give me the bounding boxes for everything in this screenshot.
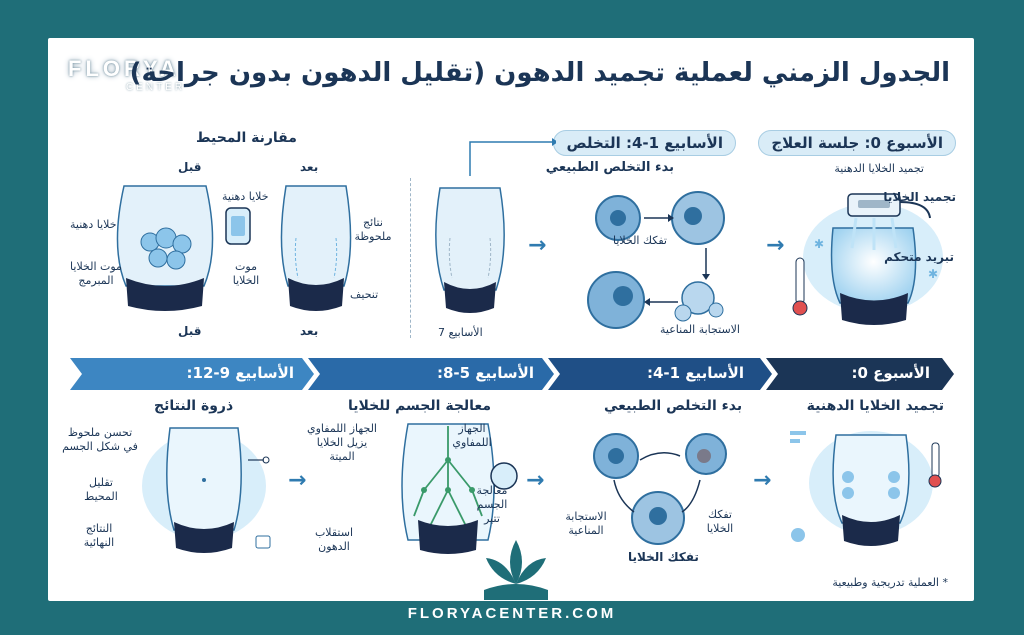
week14-sub: بدء التخلص الطبيعي bbox=[545, 160, 674, 175]
s4-figure bbox=[142, 427, 271, 553]
band-label-weeks-5-8: الأسابيع 5-8: bbox=[436, 364, 534, 382]
week0-sub: تجميد الخلايا الدهنية bbox=[834, 162, 924, 175]
s3-processing-label: معالجة الجسم تتير bbox=[476, 484, 508, 525]
visible-results-label: نتائج ملحوظة bbox=[354, 216, 392, 243]
s2-title: بدء التخلص الطبيعي bbox=[604, 398, 743, 414]
footer-url[interactable]: FLORYACENTER.COM bbox=[407, 605, 617, 622]
seven-weeks-label: الأسابيع 7 bbox=[438, 326, 483, 339]
band-shape-week-0 bbox=[766, 358, 954, 390]
footnote: * العملية تدريجية وطبيعية bbox=[832, 576, 948, 589]
s3-lymph-remove-label: الجهاز اللمفاوي يزيل الخلايا الميتة bbox=[307, 422, 377, 463]
seven-weeks-figure bbox=[435, 187, 505, 313]
s3-title: معالجة الجسم للخلايا bbox=[348, 398, 491, 414]
s3-lymph-label: الجهاز اللمفاوي bbox=[452, 422, 492, 449]
top-immune-response: الاستجابة المناعية bbox=[660, 323, 740, 336]
timeline-band: الأسبوع 0: الأسابيع 1-4: الأسابيع 5-8: ا… bbox=[70, 358, 954, 390]
before-figure bbox=[116, 185, 214, 311]
arrow-right-2: → bbox=[528, 233, 547, 258]
logo-brand: FLORYA bbox=[68, 56, 180, 81]
band-label-week0: الأسبوع 0: bbox=[851, 364, 931, 382]
band-shape-weeks-1-4 bbox=[548, 358, 772, 390]
programmed-death-label: موت الخلايا المبرمج bbox=[70, 260, 122, 287]
cell-death-label: موت الخلايا bbox=[232, 260, 260, 287]
band-label-weeks-1-4: الأسابيع 1-4: bbox=[646, 364, 744, 382]
top-cell-breakdown: تفكك الخلايا bbox=[613, 234, 667, 247]
svg-text:✱: ✱ bbox=[814, 237, 824, 251]
after-figure bbox=[280, 185, 352, 311]
arrow-right-4: → bbox=[526, 468, 545, 493]
arrow-right-3: → bbox=[753, 468, 772, 493]
s4-final-label: النتائج النهائية bbox=[83, 522, 115, 549]
after-bottom-label: بعد bbox=[300, 324, 319, 338]
s1-title: تجميد الخلايا الدهنية bbox=[806, 398, 944, 414]
s3-metabolism-label: استقلاب الدهون bbox=[314, 526, 354, 553]
s2-breakdown-bottom-label: تفكك الخلايا bbox=[628, 550, 699, 564]
pill-week0: الأسبوع 0: جلسة العلاج bbox=[758, 130, 956, 156]
treatment-figure: ✱ ✱ bbox=[792, 193, 943, 325]
cell-cycle-figure bbox=[587, 191, 725, 329]
before-top-label: قبل bbox=[178, 160, 202, 174]
pill-week14: الأسابيع 1-4: التخلص bbox=[553, 130, 736, 156]
fat-cells-left-label: خلايا دهنية bbox=[70, 218, 117, 231]
brand-leaf-icon bbox=[484, 540, 548, 600]
fat-cell-icon bbox=[225, 207, 251, 245]
band-label-weeks-9-12: الأسابيع 9-12: bbox=[186, 364, 294, 382]
s2-cells-figure bbox=[593, 433, 727, 545]
infographic-card: FLORYA CENTER الجدول الزمني لعملية تجميد… bbox=[48, 38, 974, 601]
arrow-right-5: → bbox=[288, 468, 307, 493]
logo-sub: CENTER bbox=[126, 82, 186, 93]
freeze-cells-label: تجميد الخلايا bbox=[883, 190, 956, 204]
after-top-label: بعد bbox=[300, 160, 319, 174]
connector-line bbox=[469, 138, 556, 176]
s1-figure bbox=[790, 431, 942, 546]
s3-lymph-figure bbox=[401, 423, 518, 554]
svg-text:✱: ✱ bbox=[928, 267, 938, 281]
brand-logo: FLORYA CENTER bbox=[68, 56, 185, 93]
band-shape-weeks-9-12 bbox=[70, 358, 314, 390]
s2-breakdown-label: تفكك الخلايا bbox=[706, 508, 734, 535]
s4-reduce-label: تقليل المحيط bbox=[84, 476, 118, 503]
slimming-label: تنحيف bbox=[350, 288, 379, 301]
page-title: الجدول الزمني لعملية تجميد الدهون (تقليل… bbox=[129, 58, 950, 88]
arrow-right-1: → bbox=[766, 233, 785, 258]
top-divider bbox=[410, 178, 411, 338]
fat-cells-label: خلايا دهنية bbox=[222, 190, 269, 203]
before-bottom-label: قبل bbox=[178, 324, 202, 338]
s2-immune-label: الاستجابة المناعية bbox=[565, 510, 607, 537]
band-shapes bbox=[70, 358, 954, 390]
s4-improve-label: تحسن ملحوظ في شكل الجسم bbox=[62, 426, 138, 453]
compare-title: مقارنة المحيط bbox=[196, 130, 297, 146]
controlled-cooling-label: تبريد متحكم bbox=[884, 250, 954, 264]
band-shape-weeks-5-8 bbox=[308, 358, 554, 390]
s4-title: ذروة النتائج bbox=[154, 398, 234, 414]
